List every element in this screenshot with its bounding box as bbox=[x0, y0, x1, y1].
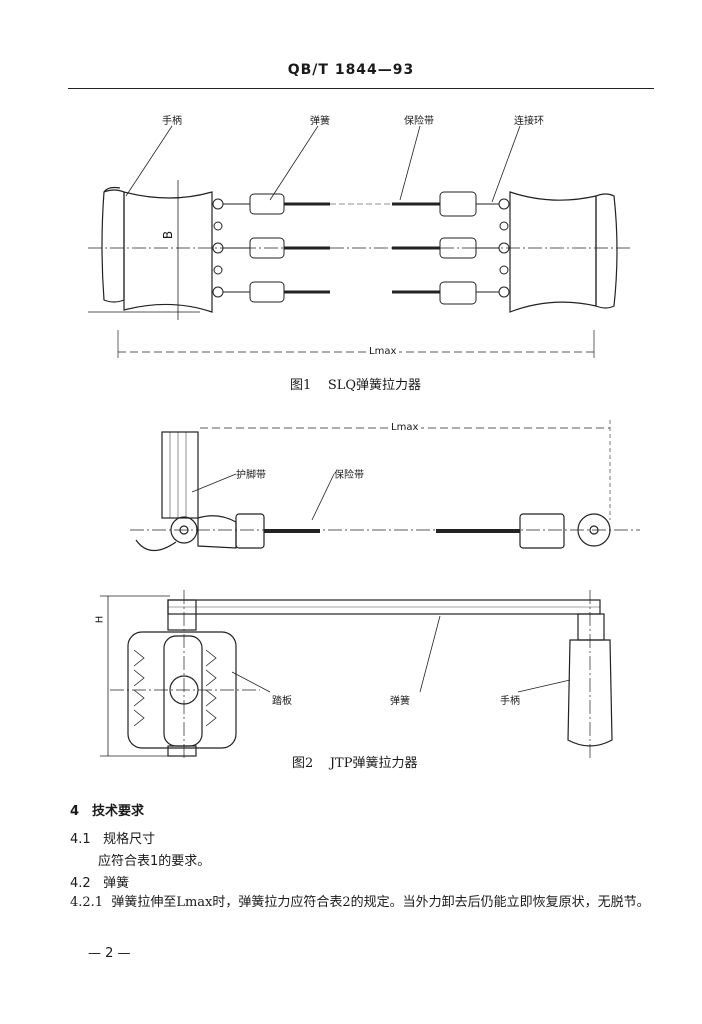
fig2-caption-number: 图2 bbox=[292, 756, 314, 771]
fig2-dim-lmax: Lmax bbox=[388, 422, 422, 433]
fig2-dim-h: H bbox=[94, 615, 106, 624]
fig1-label-spring: 弹簧 bbox=[310, 116, 330, 127]
section-4-2-1-text: 弹簧拉伸至Lmax时，弹簧拉力应符合表2的规定。当外力卸去后仍能立即恢复原状，无… bbox=[111, 895, 650, 910]
header-rule bbox=[68, 88, 654, 89]
page-header: QB/T 1844—93 bbox=[287, 62, 415, 78]
fig1-label-safety-belt: 保险带 bbox=[404, 116, 434, 127]
fig2-label-foot-strap: 护脚带 bbox=[236, 470, 266, 481]
fig2-label-spring: 弹簧 bbox=[390, 696, 410, 707]
fig1-caption-text: SLQ弹簧拉力器 bbox=[327, 378, 422, 393]
fig1-dim-lmax: Lmax bbox=[366, 346, 400, 357]
fig2-caption: 图2 JTP弹簧拉力器 bbox=[292, 752, 417, 771]
section-4-1-title: 规格尺寸 bbox=[103, 832, 156, 847]
figure-1: 手柄 弹簧 保险带 连接环 B Lmax 图1 SLQ弹簧拉力器 bbox=[0, 0, 702, 400]
section-4-2-1: 4.2.1 弹簧拉伸至Lmax时，弹簧拉力应符合表2的规定。当外力卸去后仍能立即… bbox=[70, 892, 660, 914]
section-4-2-1-number: 4.2.1 bbox=[70, 895, 104, 910]
section-4-1: 4.1 规格尺寸 bbox=[70, 828, 155, 847]
section-4-2: 4.2 弹簧 bbox=[70, 872, 129, 891]
fig2-label-pedal: 踏板 bbox=[272, 696, 292, 707]
figure-2: Lmax 护脚带 保险带 H 踏板 弹簧 手柄 图2 JTP弹簧拉力器 bbox=[94, 420, 640, 771]
fig1-label-link-ring: 连接环 bbox=[514, 116, 544, 127]
section-4-1-text: 应符合表1的要求。 bbox=[98, 854, 211, 869]
fig2-caption-text: JTP弹簧拉力器 bbox=[329, 756, 418, 771]
fig1-label-handle: 手柄 bbox=[162, 116, 182, 127]
figure-2-drawing bbox=[100, 420, 640, 760]
fig1-caption-number: 图1 bbox=[290, 378, 312, 393]
page-number: — 2 — bbox=[88, 946, 131, 961]
section-4-2-number: 4.2 bbox=[70, 876, 91, 891]
section-4-1-number: 4.1 bbox=[70, 832, 91, 847]
fig2-label-handle: 手柄 bbox=[500, 696, 520, 707]
section-4-2-title: 弹簧 bbox=[103, 876, 130, 891]
fig2-label-safety-belt: 保险带 bbox=[334, 470, 364, 481]
fig1-caption: 图1 SLQ弹簧拉力器 bbox=[290, 374, 421, 393]
figure-1-drawing bbox=[88, 125, 630, 358]
section-4-heading: 4 技术要求 bbox=[70, 804, 145, 819]
